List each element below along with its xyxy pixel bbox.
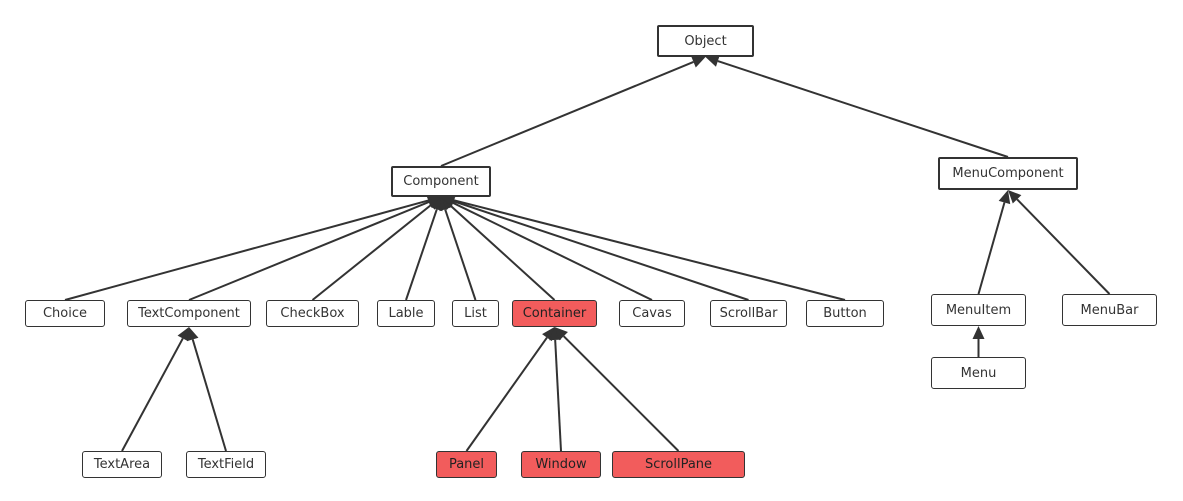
node-menu[interactable]: Menu <box>931 357 1026 389</box>
edge-scrollbar-to-component <box>453 200 749 301</box>
node-menuitem[interactable]: MenuItem <box>931 294 1026 326</box>
edge-cavas-to-component <box>452 201 653 301</box>
node-choice[interactable]: Choice <box>25 300 105 327</box>
node-container[interactable]: Container <box>512 300 597 327</box>
arrowhead-button-to-component <box>441 194 456 207</box>
node-menucomponent[interactable]: MenuComponent <box>938 157 1078 190</box>
arrowhead-textfield-to-textcomponent <box>186 327 199 342</box>
arrowhead-menucomponent-to-object <box>705 55 720 67</box>
node-component[interactable]: Component <box>391 166 491 197</box>
edge-textarea-to-textcomponent <box>121 337 184 452</box>
arrowhead-lable-to-component <box>431 197 443 212</box>
edge-textfield-to-textcomponent <box>191 339 227 452</box>
arrowhead-menuitem-to-menucomponent <box>998 190 1011 205</box>
node-checkbox[interactable]: CheckBox <box>266 300 359 327</box>
edge-container-to-component <box>449 204 556 301</box>
arrowhead-menubar-to-menucomponent <box>1008 190 1022 204</box>
node-list[interactable]: List <box>452 300 499 327</box>
node-textcomponent[interactable]: TextComponent <box>127 300 251 327</box>
edge-window-to-container <box>554 339 562 452</box>
node-window[interactable]: Window <box>521 451 601 478</box>
edge-menubar-to-menucomponent <box>1016 198 1111 295</box>
edge-menucomponent-to-object <box>717 60 1009 158</box>
node-textarea[interactable]: TextArea <box>82 451 162 478</box>
edge-lable-to-component <box>405 208 438 301</box>
arrowhead-textarea-to-textcomponent <box>177 327 189 342</box>
edge-menuitem-to-menucomponent <box>977 202 1006 295</box>
arrowhead-menu-to-menuitem <box>972 326 985 339</box>
node-textfield[interactable]: TextField <box>186 451 266 478</box>
node-panel[interactable]: Panel <box>436 451 497 478</box>
edge-choice-to-component <box>64 199 429 301</box>
node-scrollpane[interactable]: ScrollPane <box>612 451 745 478</box>
edge-component-to-object <box>440 61 694 167</box>
node-menubar[interactable]: MenuBar <box>1062 294 1157 326</box>
edge-panel-to-container <box>465 337 548 452</box>
arrowhead-checkbox-to-component <box>427 197 441 210</box>
edge-list-to-component <box>444 209 477 301</box>
edge-scrollpane-to-container <box>562 335 680 452</box>
node-lable[interactable]: Lable <box>377 300 435 327</box>
node-cavas[interactable]: Cavas <box>619 300 685 327</box>
edge-checkbox-to-component <box>311 204 432 301</box>
node-button[interactable]: Button <box>806 300 884 327</box>
node-scrollbar[interactable]: ScrollBar <box>710 300 787 327</box>
edge-button-to-component <box>453 199 846 301</box>
edge-textcomponent-to-component <box>188 200 430 301</box>
arrowhead-scrollpane-to-container <box>554 327 568 341</box>
node-object[interactable]: Object <box>657 25 754 57</box>
arrowhead-component-to-object <box>691 56 706 68</box>
